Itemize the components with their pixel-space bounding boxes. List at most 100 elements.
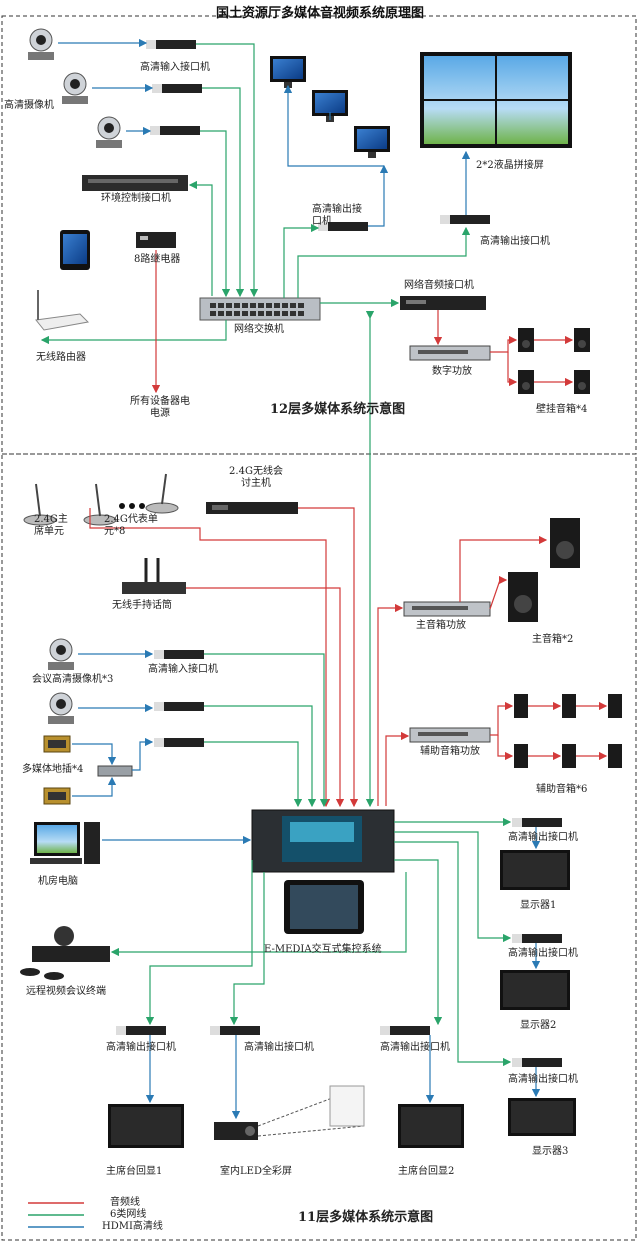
label-hd-out-r1: 高清输出接口机 [508, 832, 578, 843]
hd-output-box-12a [318, 222, 368, 231]
label-led-screen: 室内LED全彩屏 [220, 1166, 292, 1177]
label-chair-unit: 2.4G主席单元 [34, 514, 68, 537]
env-control-box [82, 175, 188, 191]
conf-camera-icon-1 [48, 638, 74, 670]
main-speaker-1 [550, 518, 580, 568]
hd-out-box-r1 [512, 818, 562, 827]
label-network-switch: 网络交换机 [234, 324, 284, 335]
label-floor-box: 多媒体地插*4 [22, 764, 84, 775]
hd-input-box-1 [146, 40, 196, 49]
aux-speaker-3 [608, 694, 622, 718]
hd-input-box-2 [152, 84, 202, 93]
label-wireless-router: 无线路由器 [36, 352, 86, 363]
label-all-power: 所有设备器电电源 [130, 396, 190, 419]
label-display2: 显示器2 [520, 1020, 557, 1031]
label-hd-camera: 高清摄像机 [4, 100, 54, 111]
delegate-mic-icon-2 [145, 473, 179, 514]
legend-lines [28, 1202, 84, 1228]
label-chair-return1: 主席台回显1 [106, 1166, 163, 1177]
label-main-amp: 主音箱功放 [416, 620, 466, 631]
label-chair-return2: 主席台回显2 [398, 1166, 455, 1177]
aux-speaker-1 [514, 694, 528, 718]
floor11-frame [1, 453, 637, 1241]
hd-output-box-12b [440, 215, 490, 224]
relay-box [136, 232, 176, 248]
main-amp-box [403, 601, 491, 617]
section-floor11: 11层多媒体系统示意图 [298, 1210, 434, 1225]
label-emedia: E-MEDIA交互式集控系统 [264, 944, 382, 955]
monitor-icon-3 [354, 126, 390, 158]
label-conf-camera: 会议高清摄像机*3 [32, 674, 114, 685]
label-hd-input-1: 高清输入接口机 [140, 62, 210, 73]
display1-screen [500, 850, 570, 890]
label-hd-output-12b: 高清输出接口机 [480, 236, 550, 247]
wall-speaker-1 [518, 328, 534, 352]
section-floor12: 12层多媒体系统示意图 [270, 402, 406, 417]
central-processor [251, 809, 395, 873]
hd-input-box-f11-3 [154, 738, 204, 747]
lcd-wall [420, 52, 572, 148]
label-hd-out-b1: 高清输出接口机 [106, 1042, 176, 1053]
hd-out-box-r3 [512, 1058, 562, 1067]
ellipsis-dots [119, 503, 145, 509]
legend-hdmi: HDMI高清线 [102, 1221, 163, 1232]
router-icon [35, 290, 90, 331]
label-wall-speakers: 壁挂音箱*4 [536, 404, 588, 415]
legend-network: 6类网线 [110, 1209, 147, 1220]
label-aux-speakers: 辅助音箱*6 [536, 784, 588, 795]
label-net-audio: 网络音频接口机 [404, 280, 474, 291]
floor-box-icon-2 [43, 787, 71, 805]
tablet-icon [60, 230, 90, 270]
net-audio-box [400, 296, 486, 310]
label-display1: 显示器1 [520, 900, 557, 911]
label-room-pc: 机房电脑 [38, 876, 78, 887]
aux-speaker-2 [562, 694, 576, 718]
switcher-box [97, 765, 133, 777]
label-delegate-unit: 2.4G代表单元*8 [104, 514, 158, 537]
hd-input-box-f11-2 [154, 702, 204, 711]
label-digital-amp: 数字功放 [432, 366, 472, 377]
wireless-host-box [206, 502, 298, 514]
wall-speaker-3 [518, 370, 534, 394]
main-speaker-2 [508, 572, 538, 622]
projector-icon [214, 1085, 365, 1140]
aux-speaker-5 [562, 744, 576, 768]
label-main-speakers: 主音箱*2 [532, 634, 574, 645]
monitor-icon-1 [270, 56, 306, 88]
label-env-control: 环境控制接口机 [101, 193, 171, 204]
camera-icon-1 [28, 28, 54, 60]
camera-icon-3 [96, 116, 122, 148]
chair-return2-screen [398, 1104, 464, 1148]
label-hd-out-r2: 高清输出接口机 [508, 948, 578, 959]
chair-mic-icon [23, 483, 57, 526]
label-aux-amp: 辅助音箱功放 [420, 746, 480, 757]
wall-speaker-4 [574, 370, 590, 394]
network-switch-box [199, 297, 321, 321]
video-conf-terminal [20, 926, 110, 980]
hd-out-box-r2 [512, 934, 562, 943]
handheld-mic-receiver [122, 558, 186, 594]
hd-input-box-f11-1 [154, 650, 204, 659]
hd-out-box-b1 [116, 1026, 166, 1035]
wall-speaker-2 [574, 328, 590, 352]
delegate-mic-icon-1 [83, 483, 117, 526]
aux-speaker-6 [608, 744, 622, 768]
label-handheld-mic: 无线手持话筒 [112, 600, 172, 611]
control-tablet [284, 880, 364, 934]
label-display3: 显示器3 [532, 1146, 569, 1157]
diagram-title: 国土资源厅多媒体音视频系统原理图 [215, 6, 425, 21]
label-hd-out-r3: 高清输出接口机 [508, 1074, 578, 1085]
display3-screen [508, 1098, 576, 1136]
label-video-conf: 远程视频会议终端 [26, 986, 106, 997]
label-lcd-wall: 2*2液晶拼接屏 [476, 160, 544, 171]
chair-return1-screen [108, 1104, 184, 1148]
pc-icon [30, 822, 100, 864]
aux-amp-box [409, 727, 491, 743]
label-hd-out-b3: 高清输出接口机 [380, 1042, 450, 1053]
label-hd-input-2: 高清输入接口机 [148, 664, 218, 675]
label-hd-output-12a: 高清输出接口机 [312, 204, 362, 227]
legend-audio: 音频线 [110, 1197, 140, 1208]
hd-out-box-b2 [210, 1026, 260, 1035]
digital-amp-box [409, 345, 491, 361]
